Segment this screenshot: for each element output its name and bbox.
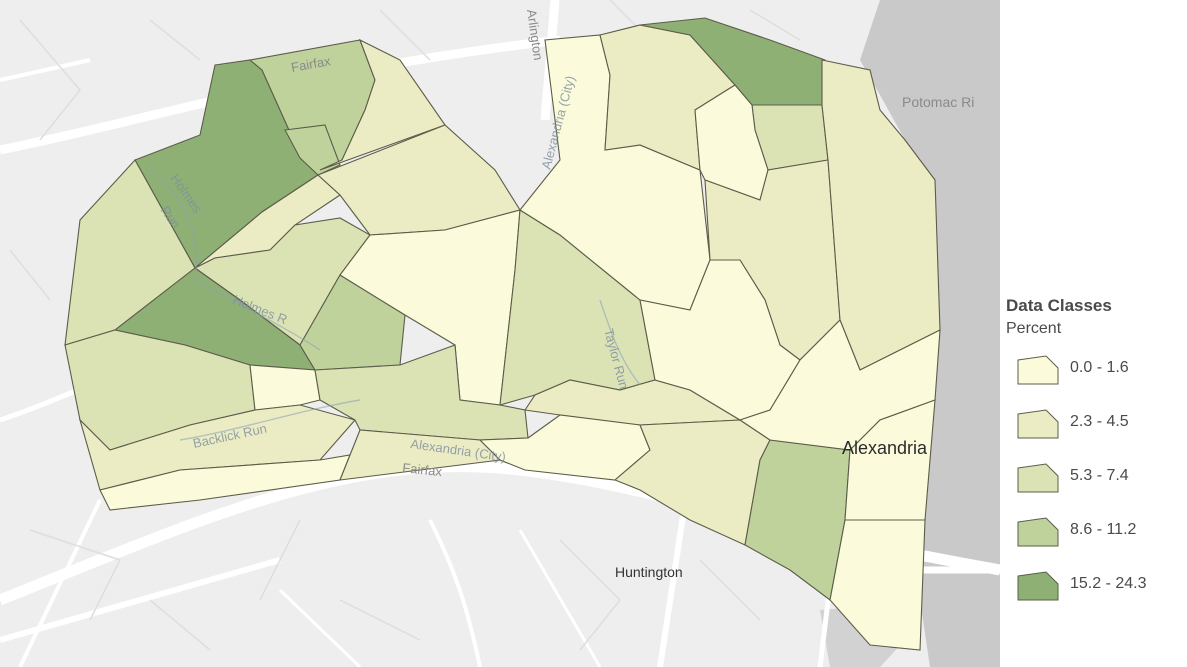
label-arlington: Arlington bbox=[524, 8, 546, 61]
legend-item: 5.3 - 7.4 bbox=[1004, 458, 1184, 493]
tract-old-town[interactable] bbox=[738, 319, 941, 451]
map-canvas[interactable]: Fairfax Arlington Alexandria (City) Poto… bbox=[0, 0, 1000, 667]
basemap-streets bbox=[9, 0, 801, 651]
legend-item: 0.0 - 1.6 bbox=[1004, 350, 1184, 385]
legend-swatch bbox=[1017, 463, 1059, 493]
legend-label: 0.0 - 1.6 bbox=[1070, 359, 1129, 376]
streams bbox=[149, 169, 641, 441]
label-fairfax-bottom: Fairfax bbox=[402, 460, 444, 479]
legend-label: 2.3 - 4.5 bbox=[1070, 413, 1129, 430]
legend-title: Data Classes bbox=[1006, 296, 1112, 315]
tract-small-south[interactable] bbox=[249, 364, 321, 411]
census-tracts[interactable] bbox=[64, 17, 941, 651]
legend-items: 0.0 - 1.6 2.3 - 4.5 5.3 - 7.4 8.6 - 11.2 bbox=[1004, 350, 1184, 601]
legend-swatch bbox=[1017, 355, 1059, 385]
tract-east-b[interactable] bbox=[639, 259, 801, 421]
legend-swatch bbox=[1017, 571, 1059, 601]
legend-subtitle: Percent bbox=[1006, 320, 1062, 337]
tract-south-central[interactable] bbox=[314, 344, 529, 441]
legend-item: 15.2 - 24.3 bbox=[1004, 566, 1184, 601]
choropleth-map[interactable]: Fairfax Arlington Alexandria (City) Poto… bbox=[0, 0, 1000, 667]
legend-swatch bbox=[1017, 409, 1059, 439]
potomac-river bbox=[860, 0, 1000, 667]
legend-swatch bbox=[1017, 517, 1059, 547]
legend-label: 8.6 - 11.2 bbox=[1070, 521, 1137, 538]
legend-label: 5.3 - 7.4 bbox=[1070, 467, 1129, 484]
label-potomac: Potomac Ri bbox=[902, 94, 974, 110]
legend-item: 8.6 - 11.2 bbox=[1004, 512, 1184, 547]
tract-north-central[interactable] bbox=[319, 38, 446, 171]
map-legend: Data Classes Percent 0.0 - 1.6 2.3 - 4.5… bbox=[1004, 296, 1184, 620]
tract-small-green[interactable] bbox=[299, 274, 406, 371]
legend-label: 15.2 - 24.3 bbox=[1070, 575, 1147, 592]
label-fairfax-top: Fairfax bbox=[290, 53, 332, 75]
label-alexandria: Alexandria bbox=[842, 438, 928, 458]
tract-southeast-point[interactable] bbox=[829, 519, 926, 651]
legend-item: 2.3 - 4.5 bbox=[1004, 404, 1184, 439]
tract-old-town-south[interactable] bbox=[844, 399, 936, 521]
tract-small-north[interactable] bbox=[284, 124, 341, 176]
label-huntington: Huntington bbox=[615, 564, 683, 580]
